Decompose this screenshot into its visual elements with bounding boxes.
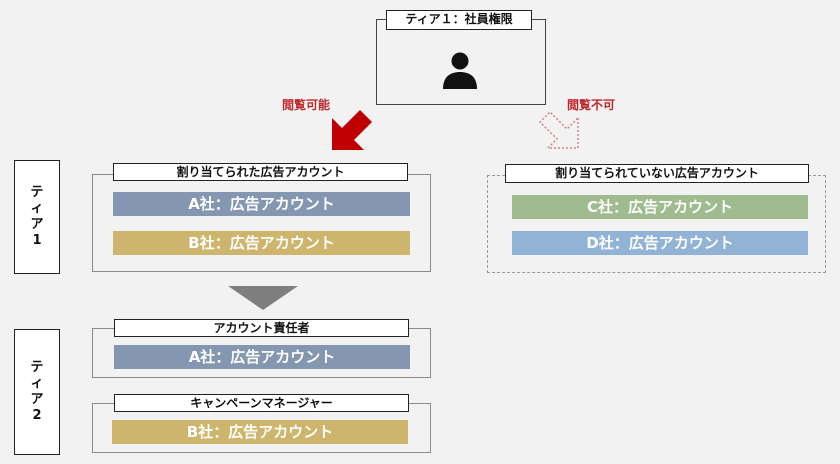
tier2-label: テ ィ ア 2 xyxy=(14,329,60,455)
person-icon xyxy=(443,52,477,89)
top-permission-title: ティア１：社員権限 xyxy=(386,10,532,30)
tier2-char: ア xyxy=(30,392,44,407)
tier2-char: 2 xyxy=(32,408,42,423)
tier1-char: ィ xyxy=(30,201,44,216)
tier1-char: テ xyxy=(30,185,44,200)
down-arrow xyxy=(228,286,298,310)
account-manager-title: アカウント責任者 xyxy=(114,319,409,337)
allowed-label: 閲覧可能 xyxy=(282,98,331,112)
account-b-bar: B社：広告アカウント xyxy=(112,420,408,444)
campaign-manager-title: キャンペーンマネージャー xyxy=(114,394,409,412)
tier2-char: テ xyxy=(30,360,44,375)
allowed-arrow xyxy=(332,110,372,150)
unassigned-accounts-panel xyxy=(487,175,826,273)
assigned-accounts-title: 割り当てられた広告アカウント xyxy=(113,163,408,181)
assigned-accounts-panel xyxy=(92,174,431,272)
denied-arrow xyxy=(538,110,579,149)
tier1-label: テ ィ ア 1 xyxy=(14,160,60,274)
tier2-char: ィ xyxy=(30,376,44,391)
unassigned-accounts-title: 割り当てられていない広告アカウント xyxy=(505,164,809,183)
account-d-bar: D社：広告アカウント xyxy=(512,231,808,255)
account-a-bar: A社：広告アカウント xyxy=(113,192,410,216)
denied-label: 閲覧不可 xyxy=(567,98,616,112)
account-b-bar: B社：広告アカウント xyxy=(113,231,410,255)
tier1-char: ア xyxy=(30,217,44,232)
account-a-bar: A社：広告アカウント xyxy=(114,345,410,369)
account-c-bar: C社：広告アカウント xyxy=(512,195,808,219)
tier1-char: 1 xyxy=(32,233,42,248)
